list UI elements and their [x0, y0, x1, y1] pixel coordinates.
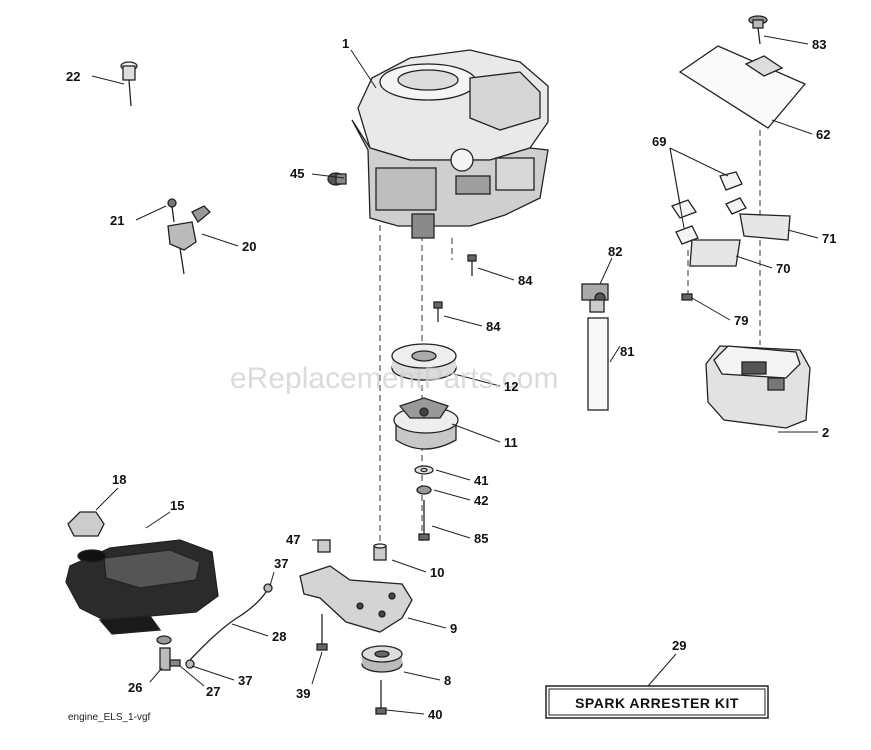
callout-18: 18	[112, 472, 126, 487]
callout-2: 2	[822, 425, 829, 440]
part-18-fuel-cap	[67, 511, 105, 537]
callout-29: 29	[672, 638, 686, 653]
callout-84-upper: 84	[518, 273, 533, 288]
part-81-82-breather	[581, 283, 609, 411]
callout-21: 21	[110, 213, 124, 228]
callout-79: 79	[734, 313, 748, 328]
callout-27: 27	[206, 684, 220, 699]
part-79-bolt	[681, 293, 693, 301]
callout-81: 81	[620, 344, 634, 359]
callout-83: 83	[812, 37, 826, 52]
callout-22: 22	[66, 69, 80, 84]
part-12-pulley	[391, 343, 457, 381]
callout-28: 28	[272, 629, 286, 644]
part-26-27-fitting	[156, 635, 181, 671]
spark-arrester-kit-box: SPARK ARRESTER KIT	[545, 685, 769, 719]
callout-37-lower: 37	[238, 673, 252, 688]
callout-leaders	[91, 35, 819, 715]
spark-arrester-kit-label: SPARK ARRESTER KIT	[575, 695, 739, 711]
diagram-footer-code: engine_ELS_1-vgf	[68, 712, 151, 723]
callout-62: 62	[816, 127, 830, 142]
callout-41: 41	[474, 473, 488, 488]
watermark-text: eReplacementParts.com	[230, 362, 558, 395]
callout-9: 9	[450, 621, 457, 636]
part-85-bolt	[418, 500, 430, 541]
callout-42: 42	[474, 493, 488, 508]
part-47-nut	[317, 539, 331, 553]
part-22-dipstick	[120, 61, 138, 107]
callout-1: 1	[342, 36, 349, 51]
engine-assembly	[351, 49, 549, 239]
part-2-muffler	[705, 345, 811, 429]
callout-71: 71	[822, 231, 836, 246]
part-11-clutch	[393, 397, 459, 450]
callout-69: 69	[652, 134, 666, 149]
callout-47: 47	[286, 532, 300, 547]
part-9-bracket	[299, 565, 413, 633]
part-45-plug	[327, 172, 347, 186]
callout-20: 20	[242, 239, 256, 254]
part-20-21-bracket	[167, 198, 211, 275]
part-10-spacer	[373, 543, 387, 561]
part-40-bolt	[375, 680, 387, 715]
callout-11: 11	[504, 435, 518, 450]
part-39-bolt	[316, 614, 328, 651]
part-41-42-washers	[414, 465, 434, 495]
callout-85: 85	[474, 531, 488, 546]
callout-12: 12	[504, 379, 518, 394]
assembly-center-lines	[379, 130, 761, 560]
part-62-heat-shield	[678, 45, 807, 129]
callout-15: 15	[170, 498, 184, 513]
part-69-70-71-exhaust	[671, 171, 791, 267]
part-84-bolts	[433, 254, 477, 322]
callout-26: 26	[128, 680, 142, 695]
callout-40: 40	[428, 707, 442, 722]
callout-8: 8	[444, 673, 451, 688]
part-83-screw	[748, 15, 768, 45]
callout-82: 82	[608, 244, 622, 259]
part-15-fuel-tank	[65, 539, 219, 635]
callout-45: 45	[290, 166, 304, 181]
callout-10: 10	[430, 565, 444, 580]
callout-39: 39	[296, 686, 310, 701]
part-8-idler-pulley	[361, 645, 403, 673]
callout-37-upper: 37	[274, 556, 288, 571]
callout-70: 70	[776, 261, 790, 276]
callout-84-lower: 84	[486, 319, 501, 334]
